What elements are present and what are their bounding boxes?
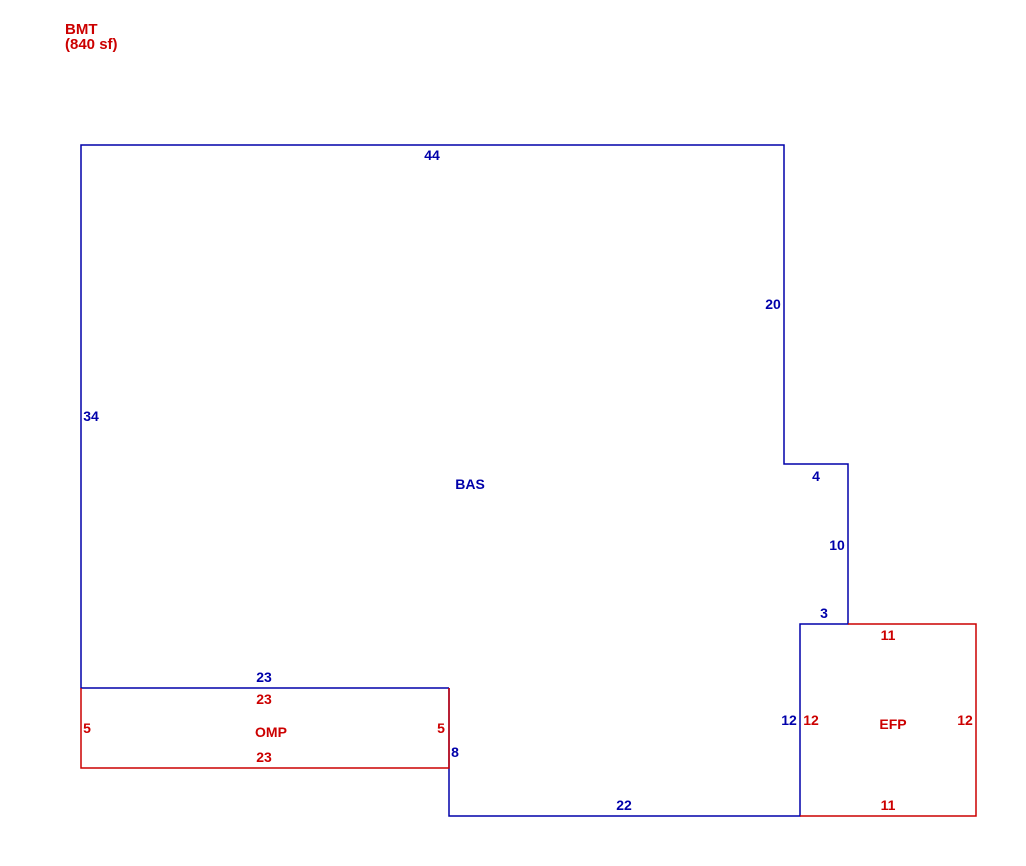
sketch-title-label: BMT xyxy=(65,21,98,38)
bas-outline xyxy=(80,144,849,817)
omp-outline xyxy=(80,688,450,769)
efp-dim-top: 11 xyxy=(881,627,896,643)
omp-label: OMP xyxy=(255,724,287,740)
bas-dim-step-top: 4 xyxy=(812,468,820,484)
bas-dim-right-upper: 20 xyxy=(765,296,781,312)
sketch-area-total: (840 sf) xyxy=(65,36,118,53)
bas-dim-step-bottom: 3 xyxy=(820,605,828,621)
bas-dim-notch-top: 23 xyxy=(256,669,272,685)
efp-dim-right: 12 xyxy=(957,712,973,728)
omp-dim-left: 5 xyxy=(83,720,91,736)
omp-dim-top: 23 xyxy=(256,691,272,707)
bas-dim-top: 44 xyxy=(424,147,440,163)
efp-outline xyxy=(800,623,977,817)
bas-dim-bottom: 22 xyxy=(616,797,632,813)
omp-dim-bottom: 23 xyxy=(256,749,272,765)
efp-label: EFP xyxy=(879,716,906,732)
bas-dim-step-right: 10 xyxy=(829,537,845,553)
bas-dim-left: 34 xyxy=(83,408,99,424)
bas-label: BAS xyxy=(455,476,485,492)
bas-dim-notch-right: 8 xyxy=(451,744,459,760)
bas-dim-right-lower: 12 xyxy=(781,712,797,728)
omp-dim-right: 5 xyxy=(437,720,445,736)
efp-dim-bottom: 11 xyxy=(881,797,896,813)
sketch-title: BMT (840 sf) xyxy=(65,22,118,52)
efp-dim-left: 12 xyxy=(803,712,819,728)
